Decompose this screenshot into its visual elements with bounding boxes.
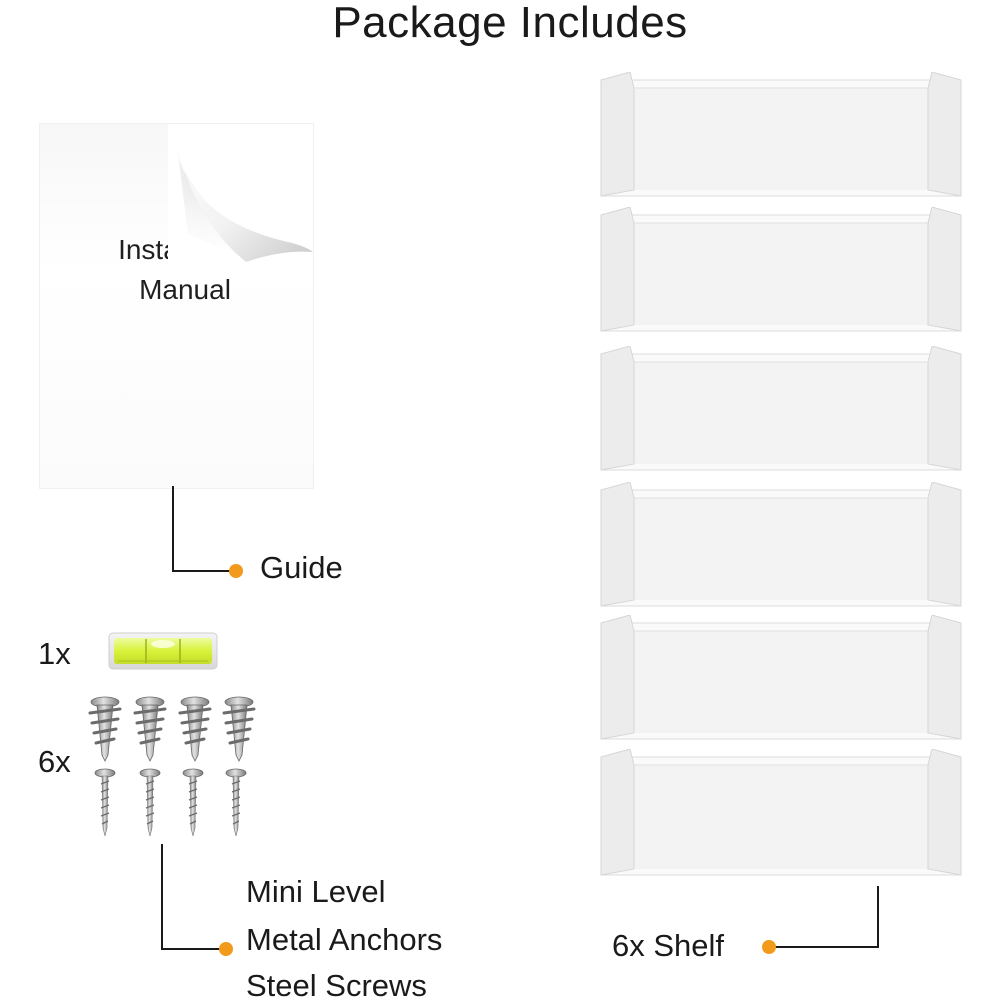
shelf-callout-horizontal (772, 946, 879, 948)
shelf-icon (600, 72, 962, 197)
shelf-callout-vertical (877, 886, 879, 948)
page-title: Package Includes (332, 0, 688, 47)
shelf-icon (600, 749, 962, 876)
metal-anchor-icon (88, 696, 122, 762)
manual-label-line2: Manual (139, 274, 231, 305)
page-curl-icon (168, 124, 313, 264)
hardware-callout-vertical (161, 844, 163, 950)
shelf-bullet-dot (762, 940, 776, 954)
guide-label: Guide (260, 550, 343, 585)
level-quantity: 1x (38, 636, 71, 671)
metal-anchor-icon (222, 696, 256, 762)
guide-bullet-dot (229, 564, 243, 578)
shelf-label: 6x Shelf (612, 928, 725, 963)
shelf-icon (600, 346, 962, 471)
metal-anchor-icon (133, 696, 167, 762)
hardware-label-1: Mini Level (246, 874, 386, 909)
hardware-callout-horizontal (161, 948, 225, 950)
guide-callout-vertical (172, 486, 174, 572)
mini-level-icon (108, 632, 218, 670)
hardware-label-2: Metal Anchors (246, 922, 443, 957)
steel-screw-icon (139, 768, 161, 837)
hardware-quantity: 6x (38, 744, 71, 779)
hardware-bullet-dot (219, 942, 233, 956)
shelf-icon (600, 615, 962, 740)
guide-callout-horizontal (172, 570, 234, 572)
hardware-label-3: Steel Screws (246, 968, 427, 1003)
metal-anchor-icon (178, 696, 212, 762)
metal-anchors-group (88, 696, 256, 762)
shelf-icon (600, 207, 962, 332)
shelf-icon (600, 482, 962, 607)
steel-screw-icon (94, 768, 116, 837)
steel-screws-group (94, 768, 247, 837)
steel-screw-icon (182, 768, 204, 837)
steel-screw-icon (225, 768, 247, 837)
